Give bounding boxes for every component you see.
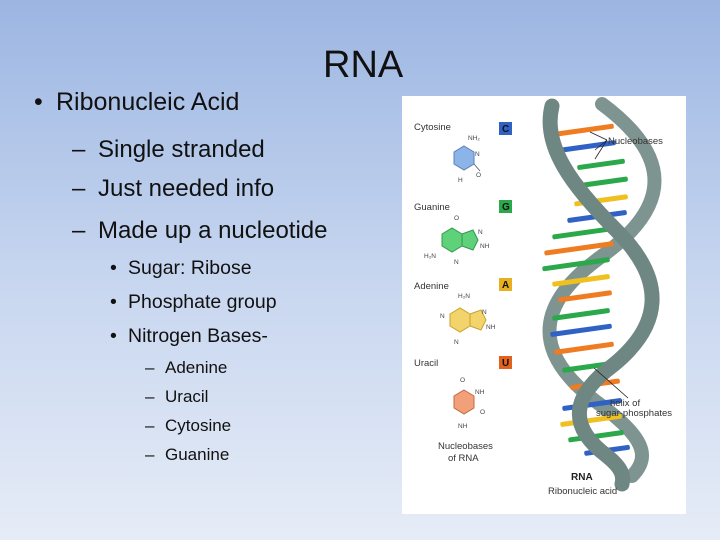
nucleobases-label: Nucleobases [608,136,663,147]
svg-text:N: N [475,151,480,158]
helix-backbone-front [542,98,660,492]
svg-text:O: O [460,377,465,384]
rna-caption-subtitle: Ribonucleic acid [548,486,617,497]
sub-item-single-stranded: –Single stranded [72,136,265,163]
helix-label-line1: helix of [610,398,640,409]
guanine-label: Guanine [414,202,450,213]
helix-base-rungs [542,123,630,456]
cytosine-letter: C [502,124,509,135]
svg-text:O: O [476,172,481,179]
uracil-badge [499,356,512,369]
svg-text:NH: NH [480,243,490,250]
base-item-guanine: –Guanine [145,445,230,464]
base-item-cytosine: –Cytosine [145,416,232,435]
sub-sub-item-nitrogen-bases: •Nitrogen Bases- [110,325,268,347]
sub-sub-item-sugar: •Sugar: Ribose [110,257,252,279]
adenine-badge [499,278,512,291]
svg-text:NH₂: NH₂ [468,135,480,142]
sub-item-just-needed-info: –Just needed info [72,175,275,202]
svg-text:NH: NH [486,324,496,331]
base-item-uracil: –Uracil [145,387,209,406]
svg-text:H₂N: H₂N [424,253,436,260]
adenine-letter: A [502,280,509,291]
svg-text:NH: NH [475,389,485,396]
rna-structure-figure: Cytosine C Guanine G Adenine A Uracil U … [402,96,686,514]
guanine-letter: G [502,202,510,213]
sub-sub-item-phosphate: •Phosphate group [110,291,277,313]
svg-text:O: O [480,409,485,416]
uracil-label: Uracil [414,358,438,369]
nucleobases-caption-line1: Nucleobases [438,441,493,452]
adenine-molecule: H₂N N NH N N [440,293,496,346]
uracil-letter: U [502,358,509,369]
cytosine-badge [499,122,512,135]
svg-text:N: N [482,309,487,316]
helix-label-line2: sugar-phosphates [596,408,672,419]
bullet-ribonucleic-acid: •Ribonucleic Acid [34,88,240,116]
cytosine-label: Cytosine [414,122,451,133]
adenine-label: Adenine [414,281,449,292]
svg-text:H₂N: H₂N [458,293,470,300]
svg-text:N: N [440,313,445,320]
base-item-adenine: –Adenine [145,358,228,377]
rna-diagram: Cytosine C Guanine G Adenine A Uracil U … [414,97,672,497]
guanine-badge [499,200,512,213]
nucleobases-caption-line2: of RNA [448,453,479,464]
helix-backbone-back [542,97,662,483]
svg-text:O: O [454,215,459,222]
cytosine-molecule: NH₂ N O H [453,135,481,184]
svg-text:NH: NH [458,423,468,430]
annotation-pointers [589,131,629,399]
svg-text:N: N [478,229,483,236]
sub-item-made-up-nucleotide: –Made up a nucleotide [72,217,328,244]
slide-title: RNA [323,44,404,86]
uracil-molecule: O NH O NH [453,377,485,430]
guanine-molecule: O N NH H₂N N [424,215,490,266]
svg-text:N: N [454,339,459,346]
svg-text:N: N [454,259,459,266]
svg-text:H: H [458,177,463,184]
rna-caption-title: RNA [571,472,593,483]
